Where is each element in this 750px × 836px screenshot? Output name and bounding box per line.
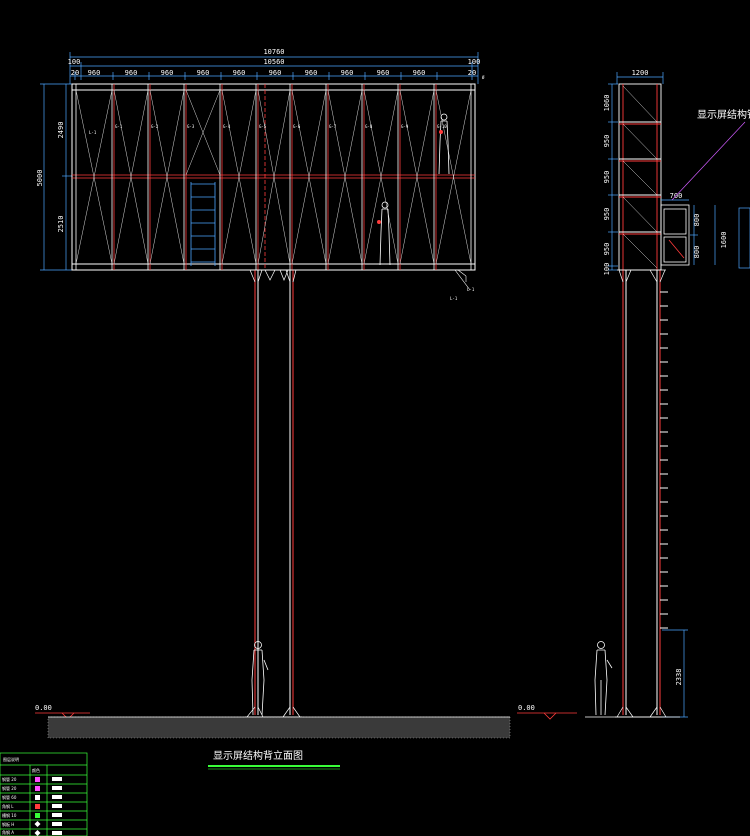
bay-dim: 960 [233, 69, 246, 77]
bay-dim: 960 [413, 69, 426, 77]
node-label: G-7 [329, 124, 337, 129]
edge-bottom-dim-right: 20 [468, 69, 476, 77]
drawing-title: 显示屏结构背立面图 [213, 749, 303, 762]
bay-dim: 960 [305, 69, 318, 77]
ground-line [35, 712, 511, 739]
side-ground-line [517, 712, 680, 720]
ladder-height-dim: 2338 [675, 669, 683, 686]
edge-bottom-dim-left: 20 [71, 69, 79, 77]
bay-dim: 960 [341, 69, 354, 77]
access-ladder [190, 182, 216, 266]
edge-dim-right: 100 [468, 58, 481, 66]
legend-row-label: 角钢 L [2, 803, 14, 809]
side-service-platform [660, 204, 690, 266]
top-dimension-chain [69, 52, 479, 84]
node-labels: L-1 G-1 G-2 G-3 G-4 G-5 G-6 G-7 G-8 G-9 … [89, 124, 447, 135]
side-box-dimension [661, 199, 750, 269]
mast-head-gussets [248, 269, 298, 283]
node-label: G-10 [437, 124, 447, 129]
side-top-dimension [616, 72, 664, 84]
side-ground-level-label: 0.00 [518, 704, 535, 712]
brace-leader [454, 269, 471, 291]
total-height-dim: 5000 [36, 170, 44, 187]
side-segment-dim: 950 [603, 243, 611, 256]
node-label: G-6 [293, 124, 301, 129]
upper-height-dim: 2490 [57, 122, 65, 139]
node-label: L-1 [89, 130, 97, 135]
legend-row-label: 钢板 H [2, 821, 14, 827]
legend-header: 图层说明 [3, 756, 19, 762]
legend-row-label: 钢管 60 [2, 794, 17, 800]
frame-outline [71, 83, 476, 271]
worker-figure-upper [438, 113, 450, 175]
node-label: G-9 [401, 124, 409, 129]
bay-dim: 960 [197, 69, 210, 77]
side-top-width-dim: 1200 [632, 69, 649, 77]
ground-level-label: 0.00 [35, 704, 52, 712]
leader-label: L-1 [467, 287, 475, 292]
mast-ladder [660, 291, 668, 629]
side-ground-worker-figure [594, 641, 613, 716]
side-bracing [622, 85, 658, 269]
frame-columns [75, 84, 472, 270]
worker-figure-lower [377, 201, 391, 266]
layer-legend: 图层说明 颜色 钢管 20 钢管 20 钢管 60 角钢 L 槽钢 10 钢板 … [0, 752, 88, 836]
side-segment-dim: 950 [603, 208, 611, 221]
node-label: G-1 [115, 124, 123, 129]
callout-leader [671, 121, 746, 201]
side-frame [618, 83, 662, 271]
side-box-height-dim: 800 [693, 246, 701, 259]
legend-swatches [34, 777, 62, 836]
side-segment-dim: 950 [603, 171, 611, 184]
bay-dim: 960 [161, 69, 174, 77]
bay-dim: 960 [269, 69, 282, 77]
bay-dim: 960 [125, 69, 138, 77]
edge-dim-left: 100 [68, 58, 81, 66]
node-label: G-8 [365, 124, 373, 129]
side-box-height-dim: 800 [693, 214, 701, 227]
bay-dim: 960 [377, 69, 390, 77]
legend-row-label: 钢管 20 [2, 776, 17, 782]
bay-dim: 960 [88, 69, 101, 77]
side-callout-label: 显示屏结构钢 [697, 108, 750, 121]
node-label: G-4 [223, 124, 231, 129]
corner-tag: Ø [482, 75, 485, 80]
lower-height-dim: 2510 [57, 216, 65, 233]
side-mast [622, 270, 661, 715]
left-dimension-chain [40, 83, 72, 271]
node-label: G-5 [259, 124, 267, 129]
side-box-total-dim: 1600 [720, 232, 728, 249]
inner-width-dim: 10560 [263, 58, 284, 66]
side-elevation: 1200 1060 950 950 950 950 100 [517, 69, 750, 720]
legend-row-label: 槽钢 10 [2, 812, 17, 818]
overall-width-dim: 10760 [263, 48, 284, 56]
side-segment-dim: 1060 [603, 95, 611, 112]
support-mast [254, 270, 294, 715]
legend-col-symbol: 颜色 [32, 767, 40, 773]
legend-row-label: 钢管 20 [2, 785, 17, 791]
x-bracing [75, 89, 472, 265]
ground-worker-figure [251, 641, 269, 716]
legend-row-label: 角钢 A [2, 829, 14, 835]
side-segment-dim: 950 [603, 135, 611, 148]
brace-tag: L-1 [450, 296, 458, 301]
side-left-dimension [608, 83, 618, 271]
node-label: G-3 [187, 124, 195, 129]
node-label: G-2 [151, 124, 159, 129]
side-bottom-edge-dim: 100 [603, 263, 611, 276]
front-elevation: 10760 10560 100 100 20 20 960 960 960 96… [35, 48, 511, 739]
